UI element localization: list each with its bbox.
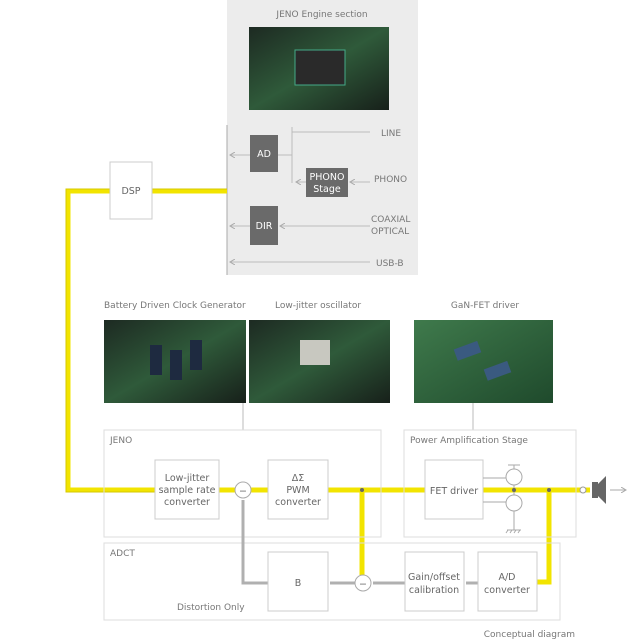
b-label: B: [295, 578, 302, 589]
ad-converter-block: [477, 551, 538, 612]
ad-converter-label-2: converter: [484, 585, 530, 596]
gain-label-1: Gain/offset: [408, 572, 460, 583]
pwm-label-1: ΔΣ: [292, 473, 305, 484]
gan-photo: [414, 320, 553, 403]
src-label-1: Low-jitter: [165, 473, 210, 484]
pwm-label-3: converter: [275, 497, 321, 508]
adct-group: [103, 542, 561, 621]
input-coaxial: COAXIAL: [371, 215, 410, 225]
dir-block: [250, 206, 278, 245]
dsp-label: DSP: [121, 186, 140, 197]
adct-title: ADCT: [110, 549, 135, 559]
feedback-path: [241, 500, 478, 585]
oscillator-chip-image: [300, 340, 330, 365]
src-label-2: sample rate: [159, 485, 216, 496]
pwm-label-2: PWM: [286, 485, 309, 496]
engine-section: JENO Engine section AD PHONO Stage DIR L…: [226, 0, 418, 275]
dsp-block: [109, 161, 153, 220]
input-line: LINE: [381, 129, 401, 139]
power-group: [403, 429, 577, 538]
junction-dot: [512, 488, 516, 492]
distortion-only-note: Distortion Only: [177, 603, 245, 613]
subtractor-node-adct: [354, 574, 372, 592]
phono-stage-label-1: PHONO: [310, 172, 345, 183]
gan-photo-caption: GaN-FET driver: [451, 301, 519, 311]
phono-stage-label-2: Stage: [313, 184, 341, 195]
subtractor-sign: −: [239, 486, 247, 497]
fet-driver-block: [424, 459, 484, 520]
b-block: [267, 551, 329, 612]
chip-image: [294, 49, 346, 86]
speaker-icon: [592, 476, 626, 504]
gan-chip-image: [453, 340, 482, 361]
input-optical: OPTICAL: [371, 227, 409, 237]
pwm-block: [267, 459, 329, 520]
input-phono: PHONO: [374, 175, 407, 185]
engine-title: JENO Engine section: [275, 10, 367, 20]
gan-chip-image-2: [483, 360, 512, 381]
ad-label: AD: [257, 149, 271, 160]
jeno-title: JENO: [109, 436, 132, 446]
input-usb: USB-B: [376, 259, 404, 269]
ad-converter-label-1: A/D: [498, 572, 515, 583]
gain-offset-block: [404, 551, 465, 612]
dir-label: DIR: [256, 221, 273, 232]
clock-photo-caption: Battery Driven Clock Generator: [104, 301, 246, 311]
phono-stage-block: [306, 168, 348, 197]
fet-driver-label: FET driver: [430, 486, 478, 497]
subtractor-sign-adct: −: [359, 579, 367, 590]
junction-dot: [360, 488, 364, 492]
caption: Conceptual diagram: [484, 630, 575, 640]
capacitors-image: [150, 340, 202, 380]
subtractor-node: [234, 481, 252, 499]
output-terminal: [579, 486, 587, 494]
power-title: Power Amplification Stage: [410, 436, 528, 446]
ad-block: [250, 135, 278, 172]
oscillator-photo-caption: Low-jitter oscillator: [275, 301, 361, 311]
signal-path: [65, 188, 590, 585]
src-block: [154, 459, 220, 520]
gain-label-2: calibration: [409, 585, 459, 596]
src-label-3: converter: [164, 497, 210, 508]
junction-dot: [547, 488, 551, 492]
mosfet-icon: [483, 464, 523, 534]
